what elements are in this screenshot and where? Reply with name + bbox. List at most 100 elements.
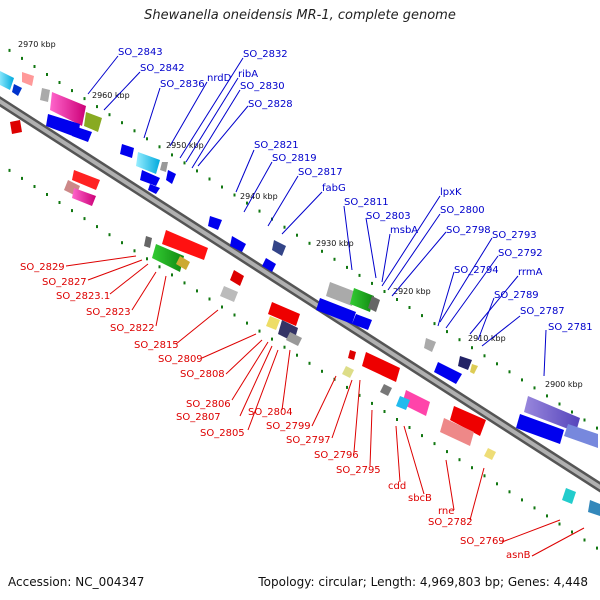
tick-dot bbox=[583, 538, 586, 542]
gene-feature bbox=[22, 72, 34, 86]
tick-dot bbox=[558, 402, 561, 406]
tick-dot bbox=[533, 506, 536, 510]
gene-label: SO_2811 bbox=[344, 197, 389, 208]
scale-label: 2910 kbp bbox=[468, 334, 506, 343]
tick-dot bbox=[333, 257, 336, 261]
gene-feature bbox=[160, 162, 168, 172]
tick-dot bbox=[521, 378, 523, 382]
gene-feature bbox=[268, 302, 300, 326]
tick-dot bbox=[396, 298, 398, 301]
gene-feature bbox=[564, 424, 598, 448]
gene-label: SO_2842 bbox=[140, 63, 185, 74]
tick-dot bbox=[246, 201, 248, 205]
scale-label: 2900 kbp bbox=[545, 380, 583, 389]
gene-feature bbox=[84, 112, 102, 132]
gene-label: SO_2832 bbox=[243, 49, 288, 60]
gene-feature bbox=[350, 288, 374, 312]
tick-dot bbox=[508, 370, 511, 374]
tick-dot bbox=[433, 322, 436, 326]
tick-dot bbox=[133, 129, 136, 133]
gene-label: asnB bbox=[506, 550, 531, 561]
gene-feature bbox=[588, 500, 600, 516]
gene-label: SO_2807 bbox=[176, 412, 221, 423]
gene-label: SO_2794 bbox=[454, 265, 499, 276]
tick-dot bbox=[8, 48, 11, 52]
gene-feature bbox=[402, 390, 430, 416]
gene-feature bbox=[72, 188, 96, 206]
tick-dot bbox=[583, 418, 586, 422]
scale-label: 2930 kbp bbox=[316, 239, 354, 248]
gene-feature bbox=[152, 244, 184, 272]
tick-dot bbox=[483, 474, 486, 478]
gene-label: SO_2828 bbox=[248, 99, 293, 110]
gene-label: SO_2815 bbox=[134, 340, 179, 351]
tick-dot bbox=[546, 514, 548, 518]
tick-dot bbox=[358, 393, 361, 397]
gene-feature bbox=[516, 414, 564, 444]
gene-feature bbox=[40, 88, 50, 102]
gene-label: rne bbox=[438, 506, 454, 517]
gene-feature bbox=[176, 256, 190, 270]
gene-feature bbox=[484, 448, 496, 460]
reverse-features bbox=[10, 120, 600, 516]
gene-feature bbox=[50, 92, 86, 126]
genome-summary-text: Topology: circular; Length: 4,969,803 bp… bbox=[258, 575, 588, 589]
tick-dot bbox=[196, 289, 198, 293]
gene-label: SO_2830 bbox=[240, 81, 285, 92]
tick-dot bbox=[246, 321, 248, 325]
gene-label: SO_2781 bbox=[548, 322, 593, 333]
tick-dot bbox=[433, 442, 436, 446]
gene-feature bbox=[362, 352, 400, 382]
accession-text: Accession: NC_004347 bbox=[8, 575, 145, 589]
scale-labels: 2970 kbp 2960 kbp 2950 kbp 2940 kbp 2930… bbox=[18, 40, 583, 389]
gene-label: SO_2796 bbox=[314, 450, 359, 461]
gene-feature bbox=[342, 366, 354, 378]
tick-dot bbox=[383, 410, 386, 413]
tick-dot bbox=[146, 257, 148, 261]
forward-leaders bbox=[87, 55, 547, 377]
gene-feature bbox=[140, 170, 160, 186]
gene-feature bbox=[72, 126, 92, 142]
tick-dot bbox=[233, 313, 236, 317]
gene-feature bbox=[230, 236, 246, 252]
tick-dot bbox=[371, 281, 373, 285]
gene-label: SO_2795 bbox=[336, 465, 381, 476]
tick-dot bbox=[296, 233, 298, 237]
tick-dot bbox=[296, 353, 298, 357]
tick-dot bbox=[83, 217, 86, 221]
tick-dot bbox=[283, 225, 286, 229]
gene-feature bbox=[0, 71, 14, 90]
tick-dot bbox=[121, 241, 123, 245]
tick-dot bbox=[421, 434, 423, 438]
tick-dot bbox=[408, 426, 411, 429]
tick-dot bbox=[33, 65, 36, 68]
gene-label: SO_2822 bbox=[110, 323, 155, 334]
gene-label: SO_2806 bbox=[186, 399, 231, 410]
scale-label: 2920 kbp bbox=[393, 287, 431, 296]
scale-label: 2960 kbp bbox=[92, 91, 130, 100]
tick-dot bbox=[58, 81, 61, 84]
scale-label: 2950 kbp bbox=[166, 141, 204, 150]
tick-marks bbox=[8, 48, 598, 550]
tick-dot bbox=[96, 105, 98, 109]
gene-label: SO_2817 bbox=[298, 167, 343, 178]
scale-label: 2940 kbp bbox=[240, 192, 278, 201]
gene-feature bbox=[10, 120, 22, 134]
gene-label: SO_2808 bbox=[180, 369, 225, 380]
gene-label: SO_2819 bbox=[272, 153, 317, 164]
gene-feature bbox=[72, 170, 100, 190]
tick-dot bbox=[346, 265, 348, 269]
gene-label: SO_2789 bbox=[494, 290, 539, 301]
gene-feature bbox=[326, 282, 356, 306]
tick-dot bbox=[421, 314, 423, 318]
tick-dot bbox=[596, 426, 598, 430]
gene-feature bbox=[208, 216, 222, 230]
gene-feature bbox=[524, 396, 580, 432]
tick-dot bbox=[258, 209, 261, 213]
tick-dot bbox=[308, 361, 311, 365]
gene-feature bbox=[272, 240, 286, 256]
tick-dot bbox=[571, 530, 573, 534]
tick-dot bbox=[108, 113, 111, 117]
tick-dot bbox=[108, 233, 111, 237]
tick-dot bbox=[446, 450, 448, 454]
